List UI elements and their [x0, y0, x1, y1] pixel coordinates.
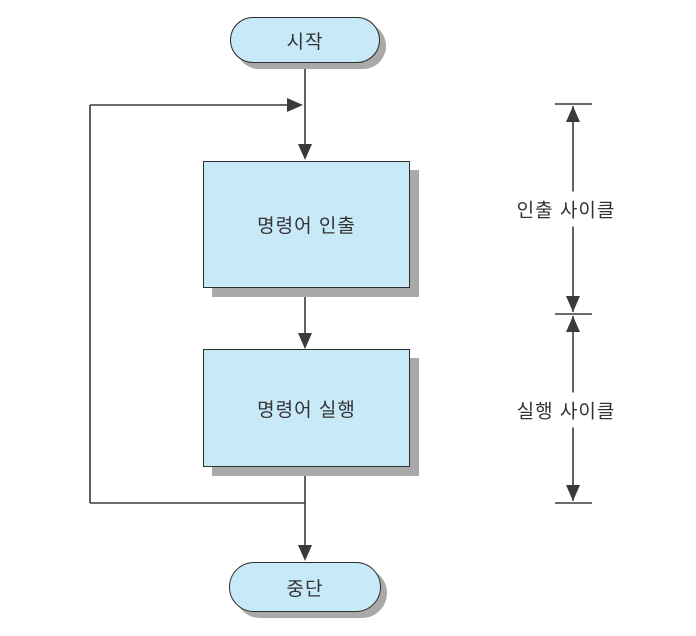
fetch-node: 명령어 인출 [203, 161, 410, 288]
arrowhead-into-fetch [298, 144, 312, 160]
fetch-node-label: 명령어 인출 [257, 216, 356, 237]
execute-cycle-down-arrowhead [566, 485, 580, 501]
execute-cycle-up-arrowhead [566, 316, 580, 332]
execute-cycle-label: 실행 사이클 [514, 392, 618, 428]
start-node: 시작 [230, 17, 380, 63]
arrowhead-into-halt [298, 545, 312, 561]
fetch-cycle-label: 인출 사이클 [514, 191, 618, 227]
arrowhead-into-execute [298, 333, 312, 349]
halt-node-label: 중단 [286, 578, 324, 600]
execute-node-label: 명령어 실행 [257, 399, 356, 421]
arrowhead-loop-into-spine [287, 98, 303, 112]
fetch-cycle-down-arrowhead [566, 296, 580, 312]
start-node-label: 시작 [286, 31, 324, 53]
halt-node: 중단 [229, 562, 381, 612]
fetch-cycle-up-arrowhead [566, 106, 580, 122]
execute-node: 명령어 실행 [203, 349, 410, 467]
